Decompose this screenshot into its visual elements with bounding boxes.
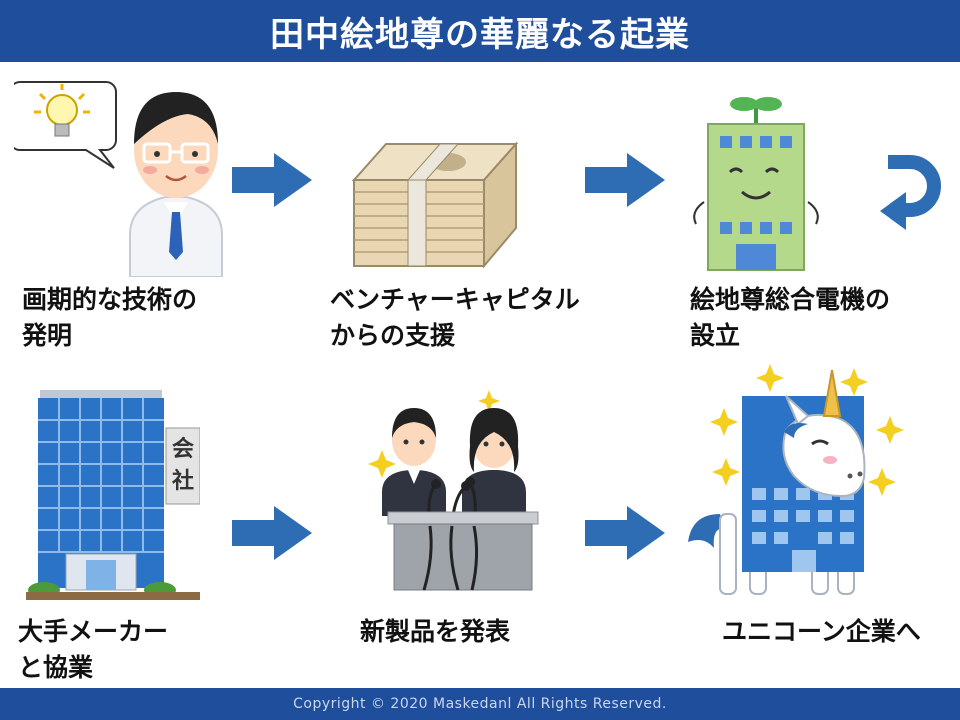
curved-arrow-icon	[880, 155, 941, 230]
step-4-label: 大手メーカーと協業	[18, 617, 169, 682]
sign-char-2: 社	[172, 468, 194, 494]
startup-building-illustration	[693, 97, 819, 271]
step-6-label: ユニコーン企業へ	[722, 617, 921, 646]
lightbulb-icon	[34, 84, 90, 137]
arrow-right-icon	[585, 506, 665, 560]
step-3-label: 絵地尊総合電機の設立	[690, 285, 891, 350]
unicorn-company-illustration	[688, 364, 904, 595]
press-conference-illustration	[368, 390, 539, 591]
company-tower-illustration: 会 社	[26, 390, 200, 600]
arrow-right-icon	[232, 153, 312, 207]
page-title: 田中絵地尊の華麗なる起業	[0, 0, 960, 62]
arrow-right-icon	[585, 153, 665, 207]
money-stack-illustration	[352, 141, 518, 268]
sparkle-icon	[710, 364, 904, 496]
step-5-label: 新製品を発表	[360, 617, 511, 646]
arrow-right-icon	[232, 506, 312, 560]
step-2-label: ベンチャーキャピタルからの支援	[330, 285, 580, 350]
inventor-illustration	[14, 81, 223, 277]
copyright-footer: Copyright © 2020 Maskedanl All Rights Re…	[0, 688, 960, 720]
sparkle-icon	[368, 390, 500, 478]
step-1-label: 画期的な技術の発明	[22, 285, 198, 350]
sign-char-1: 会	[172, 436, 194, 462]
